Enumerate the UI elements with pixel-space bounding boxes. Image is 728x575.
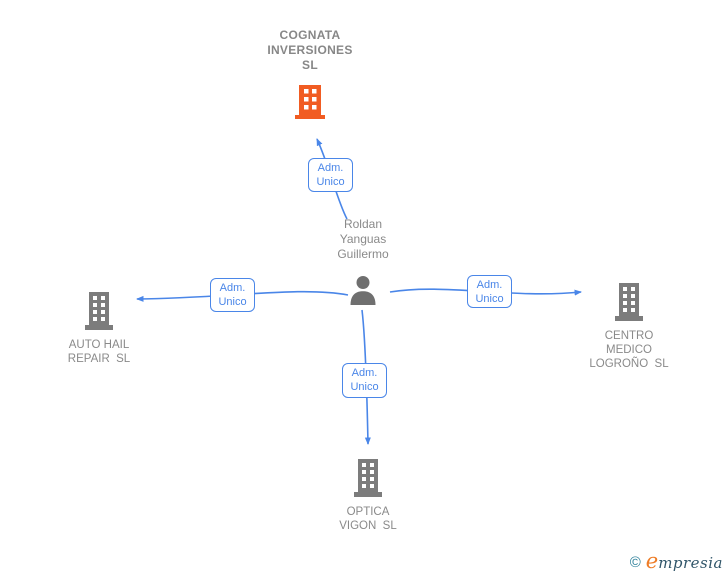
company-name-line: COGNATA: [279, 28, 341, 42]
person-name-line: Roldan: [343, 217, 382, 231]
building-icon-gray[interactable]: [615, 283, 643, 326]
company-name: OPTICA VIGON SL: [339, 505, 397, 533]
company-name-line: MEDICO: [606, 344, 652, 356]
edge-label-line: Unico: [475, 293, 504, 305]
company-name-line: OPTICA: [346, 506, 390, 518]
edge-label-line: Unico: [218, 296, 247, 308]
company-name-line: AUTO HAIL: [68, 339, 130, 351]
edge-label-line: Unico: [350, 381, 379, 393]
edge-label-adm-unico-main[interactable]: Adm. Unico: [308, 158, 353, 192]
edge-label-adm-unico-bottom[interactable]: Adm. Unico: [342, 363, 387, 398]
company-name: CENTRO MEDICO LOGROÑO SL: [589, 329, 668, 371]
edge-label-line: Adm.: [317, 162, 344, 174]
node-company-cognata-inversiones[interactable]: COGNATA INVERSIONES SL: [230, 28, 390, 124]
company-name-line: INVERSIONES: [267, 43, 353, 57]
brand-text: mpresia: [658, 554, 723, 572]
company-name-line: VIGON SL: [339, 520, 397, 532]
copyright-icon: ©: [629, 554, 641, 571]
company-name-line: LOGROÑO SL: [589, 358, 669, 370]
company-name-line: CENTRO: [604, 330, 654, 342]
company-name-line: SL: [302, 58, 318, 72]
node-company-optica-vigon[interactable]: OPTICA VIGON SL: [308, 459, 428, 533]
company-name-line: REPAIR SL: [67, 353, 131, 365]
edge-label-adm-unico-left[interactable]: Adm. Unico: [210, 278, 255, 312]
node-company-auto-hail-repair[interactable]: AUTO HAIL REPAIR SL: [39, 292, 159, 366]
person-name-line: Guillermo: [337, 247, 389, 261]
edge-label-line: Adm.: [351, 367, 378, 379]
node-company-centro-medico-logrono[interactable]: CENTRO MEDICO LOGROÑO SL: [569, 283, 689, 371]
building-icon-orange[interactable]: [295, 85, 325, 124]
edge-label-line: Unico: [316, 176, 345, 188]
edge-label-line: Adm.: [219, 282, 246, 294]
person-name-line: Yanguas: [339, 232, 387, 246]
arrow-person-to-left-company: [136, 290, 349, 302]
node-person-roldan-yanguas[interactable]: Roldan Yanguas Guillermo: [303, 217, 423, 310]
building-icon-gray[interactable]: [354, 459, 382, 502]
company-name: COGNATA INVERSIONES SL: [267, 28, 352, 73]
edge-label-adm-unico-right[interactable]: Adm. Unico: [467, 275, 512, 308]
person-name: Roldan Yanguas Guillermo: [337, 217, 388, 262]
brand-initial: e: [645, 549, 659, 573]
person-icon[interactable]: [349, 275, 377, 310]
company-name: AUTO HAIL REPAIR SL: [68, 338, 130, 366]
building-icon-gray[interactable]: [85, 292, 113, 335]
empresia-logo[interactable]: © e mpresia: [629, 549, 723, 573]
edge-label-line: Adm.: [476, 279, 503, 291]
